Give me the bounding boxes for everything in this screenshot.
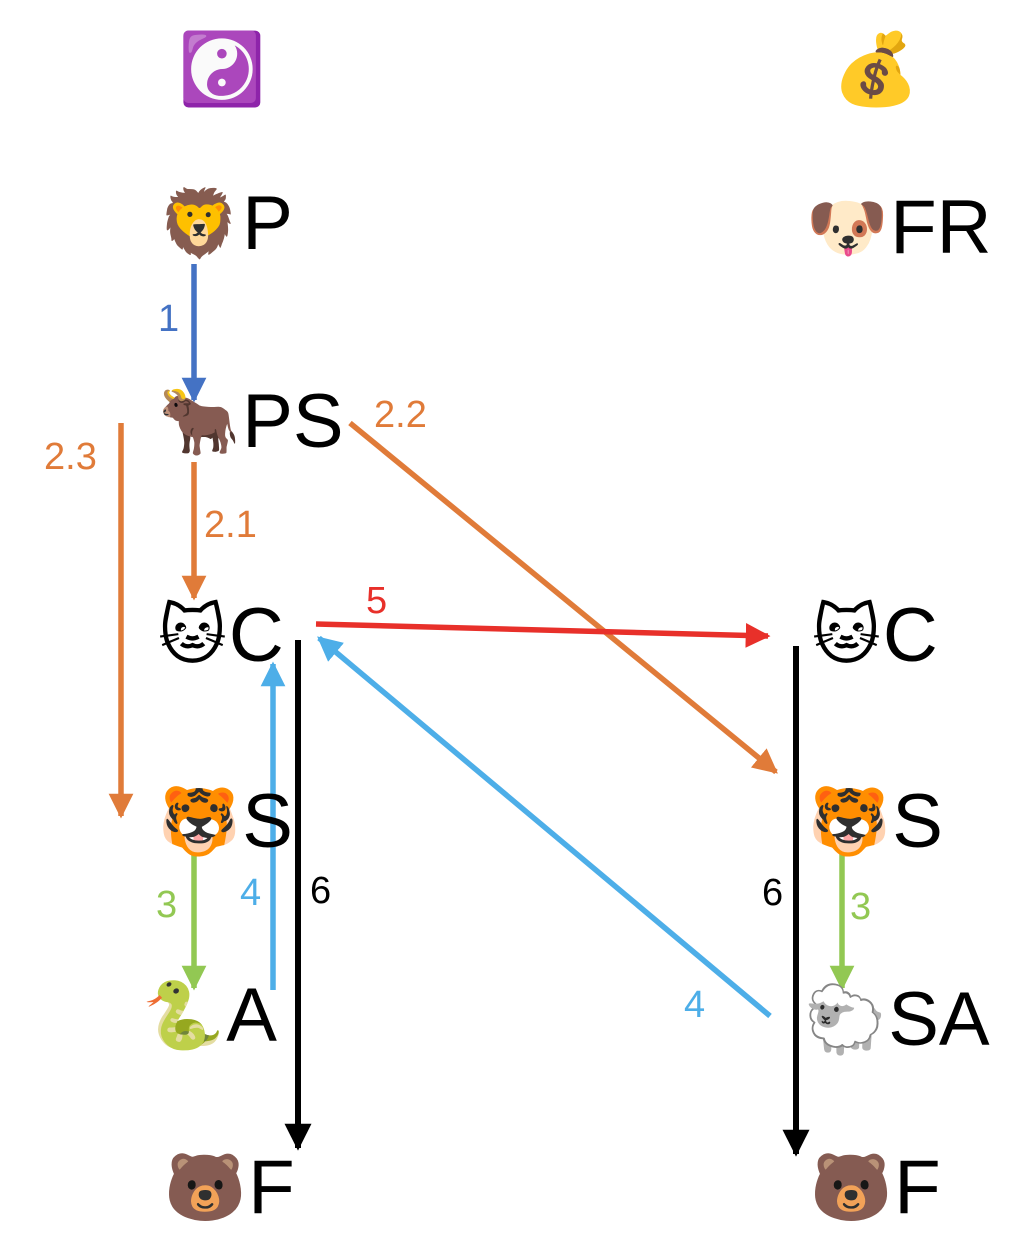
- node-label: F: [894, 1145, 941, 1230]
- bear-icon: 🐻: [810, 1149, 893, 1226]
- step-label-3-right: 3: [850, 886, 872, 928]
- money-bag-icon: 💰: [832, 28, 920, 110]
- lion-icon: 🦁: [158, 185, 241, 262]
- node-right-s: 🐯 S: [808, 784, 943, 860]
- node-label: S: [892, 779, 943, 864]
- yin-yang-icon: ☯️: [178, 28, 266, 110]
- bear-icon: 🐻: [164, 1149, 247, 1226]
- node-label: S: [242, 779, 293, 864]
- step-label-2-2: 2.2: [374, 394, 427, 436]
- node-label: FR: [890, 185, 992, 270]
- step-label-6-right: 6: [762, 872, 784, 914]
- node-label: C: [228, 593, 284, 678]
- node-right-c: 🐱 C: [812, 598, 938, 674]
- step-label-4-left: 4: [240, 872, 262, 914]
- node-right-fr: 🐶 FR: [806, 190, 992, 266]
- tiger-icon: 🐯: [808, 783, 891, 860]
- step-label-5: 5: [366, 580, 388, 622]
- node-left-ps: 🐂 PS: [158, 384, 344, 460]
- ox-icon: 🐂: [158, 383, 241, 460]
- step-label-1: 1: [158, 298, 180, 340]
- snake-icon: 🐍: [142, 977, 225, 1054]
- step-label-3-left: 3: [156, 884, 178, 926]
- node-right-sa: 🐑 SA: [804, 982, 990, 1058]
- step-label-4-right: 4: [684, 984, 706, 1026]
- arrow-step-4-right: [317, 635, 772, 1019]
- cat-icon: 🐱: [158, 597, 227, 674]
- node-label: C: [882, 593, 938, 678]
- step-label-2-1: 2.1: [204, 504, 257, 546]
- node-left-p: 🦁 P: [158, 186, 293, 262]
- node-label: A: [226, 973, 277, 1058]
- step-label-2-3: 2.3: [44, 436, 97, 478]
- node-left-s: 🐯 S: [158, 784, 293, 860]
- arrow-step-5: [315, 621, 771, 648]
- node-label: F: [248, 1145, 295, 1230]
- node-left-f: 🐻 F: [164, 1150, 295, 1226]
- cat-icon: 🐱: [812, 597, 881, 674]
- node-label: SA: [888, 977, 990, 1062]
- node-label: P: [242, 181, 293, 266]
- step-label-6-left: 6: [310, 870, 332, 912]
- node-right-f: 🐻 F: [810, 1150, 941, 1226]
- arrow-step-2-2: [348, 420, 778, 775]
- node-left-c: 🐱 C: [158, 598, 284, 674]
- dog-icon: 🐶: [806, 189, 889, 266]
- sheep-icon: 🐑: [804, 981, 887, 1058]
- tiger-icon: 🐯: [158, 783, 241, 860]
- node-left-a: 🐍 A: [142, 978, 277, 1054]
- node-label: PS: [242, 379, 344, 464]
